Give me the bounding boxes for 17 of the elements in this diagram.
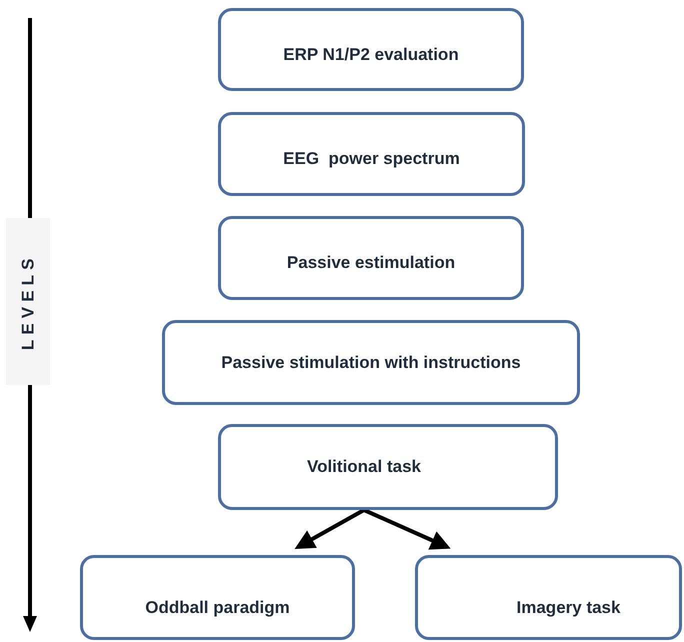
process-box	[218, 8, 524, 91]
box-label: Imagery task	[516, 596, 620, 619]
process-box	[218, 216, 524, 300]
process-box	[80, 555, 355, 640]
box-label: Passive estimulation	[286, 252, 456, 274]
box-label: ERP N1/P2 evaluation	[283, 44, 459, 66]
process-box	[218, 112, 525, 196]
box-label: Volitional task	[307, 456, 421, 478]
box-label: EEG power spectrum	[283, 148, 460, 170]
axis-label: LEVELS	[17, 253, 38, 350]
box-label: Oddball paradigm	[145, 596, 290, 619]
process-box	[415, 555, 682, 640]
process-box	[218, 424, 558, 510]
arrow	[363, 508, 451, 550]
arrow	[294, 508, 365, 549]
process-box	[162, 320, 580, 405]
box-label: Passive stimulation with instructions	[221, 352, 521, 374]
